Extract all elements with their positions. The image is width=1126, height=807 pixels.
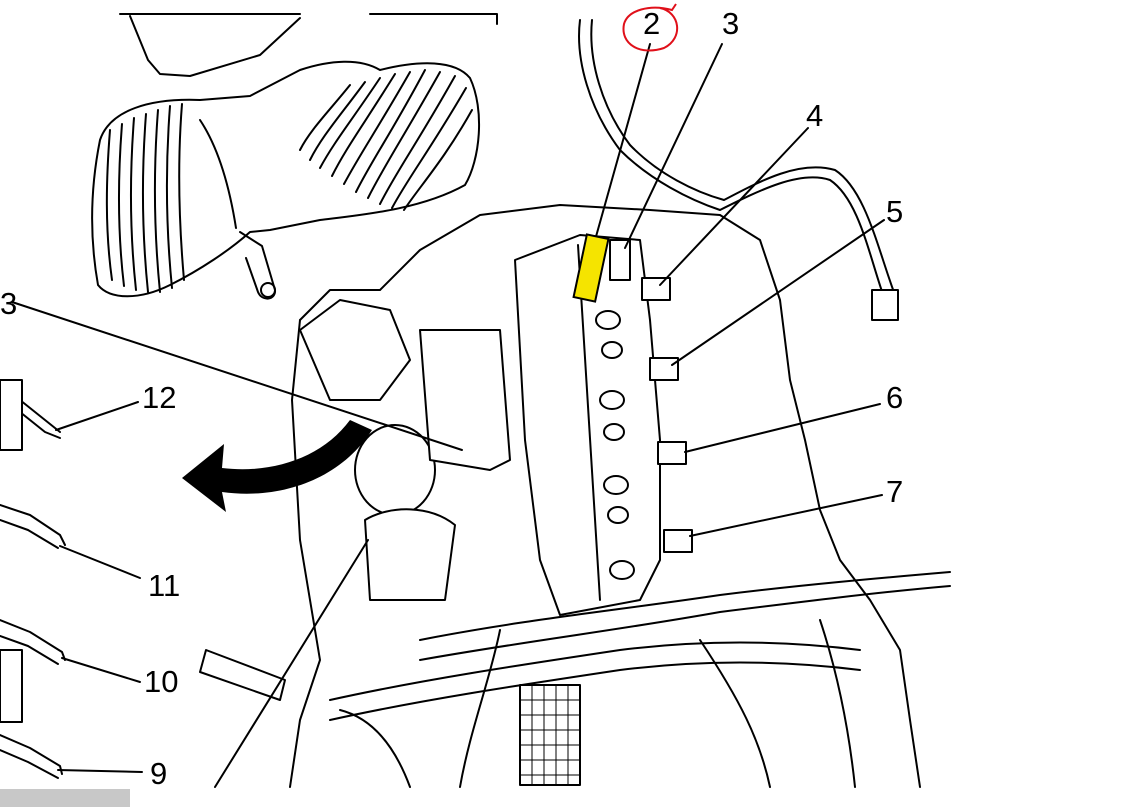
callout-2: 2 bbox=[643, 6, 661, 41]
air-intake-hose bbox=[91, 60, 480, 300]
leader-lines bbox=[11, 43, 885, 788]
valve-cover bbox=[514, 234, 661, 616]
leader-6 bbox=[684, 403, 881, 453]
callout-10: 10 bbox=[144, 664, 179, 699]
lower-harness bbox=[329, 571, 951, 788]
callout-4: 4 bbox=[806, 98, 824, 133]
leader-7 bbox=[689, 494, 883, 537]
coil-connector bbox=[641, 277, 671, 301]
intake-plenum bbox=[364, 508, 456, 601]
leader-12 bbox=[55, 401, 139, 431]
leader-3b bbox=[11, 301, 463, 451]
coil-connector bbox=[649, 357, 679, 381]
bracket bbox=[129, 15, 301, 77]
engine-outline bbox=[289, 319, 321, 788]
callout-3-left: 3 bbox=[0, 286, 18, 321]
callout-5: 5 bbox=[886, 194, 904, 229]
callout-7: 7 bbox=[886, 474, 904, 509]
callout-6: 6 bbox=[886, 380, 904, 415]
leader-10 bbox=[61, 657, 141, 683]
annotation-circle bbox=[622, 3, 679, 52]
leader-bottom bbox=[214, 539, 369, 788]
label-plate bbox=[199, 649, 286, 701]
wiring-harness bbox=[590, 19, 896, 296]
highlighted-coil bbox=[572, 233, 610, 303]
horizontal-scrollbar[interactable] bbox=[0, 789, 130, 807]
sensor bbox=[609, 239, 631, 281]
leader-9 bbox=[57, 769, 143, 773]
leader-4 bbox=[659, 127, 809, 286]
throttle-body bbox=[299, 299, 411, 401]
leader-3a bbox=[624, 43, 723, 249]
coil-connector bbox=[657, 441, 687, 465]
wiring-harness bbox=[578, 19, 886, 301]
connector bbox=[871, 289, 899, 321]
rotation-arrow-icon bbox=[182, 420, 372, 512]
fuel-injectors bbox=[0, 379, 66, 779]
connector-grid bbox=[519, 684, 581, 786]
leader-5 bbox=[671, 219, 885, 366]
leader-11 bbox=[59, 545, 141, 579]
coil-connector bbox=[663, 529, 693, 553]
callout-11: 11 bbox=[148, 568, 181, 603]
resonator bbox=[354, 424, 436, 516]
callout-9: 9 bbox=[150, 756, 168, 791]
callout-3: 3 bbox=[722, 6, 740, 41]
leader-2 bbox=[589, 43, 651, 259]
frame-fragment bbox=[369, 13, 498, 25]
callout-12: 12 bbox=[142, 380, 177, 415]
